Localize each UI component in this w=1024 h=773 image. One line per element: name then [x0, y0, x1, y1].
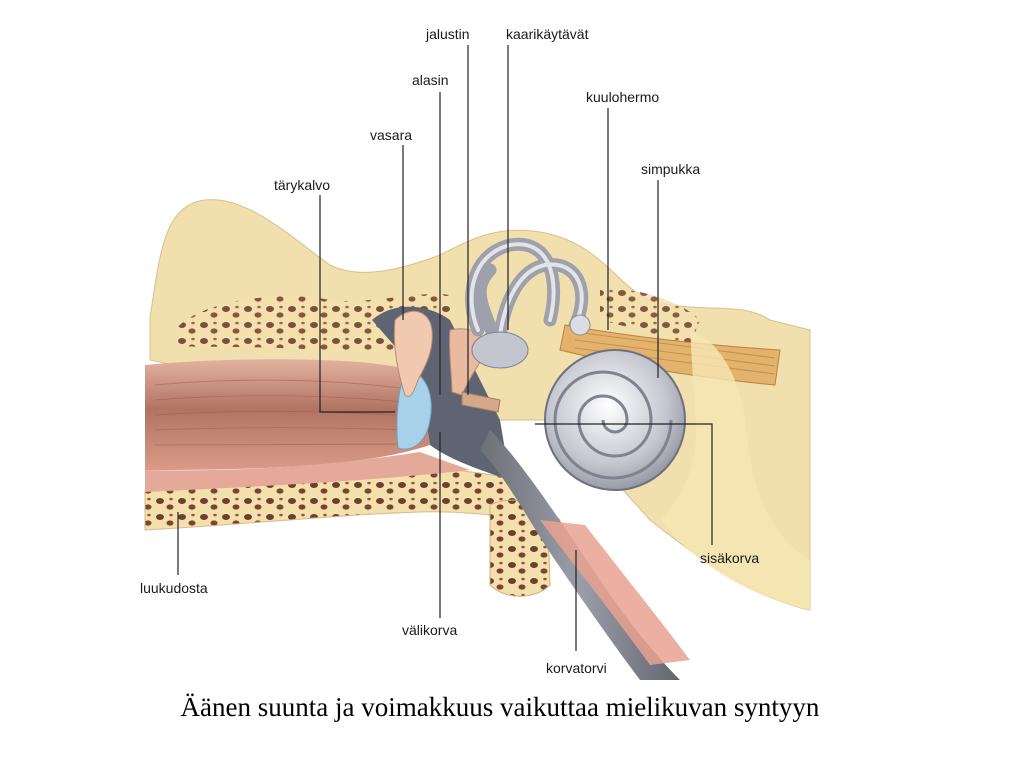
bone-pores-right [600, 289, 700, 345]
tube-wall [540, 520, 690, 665]
upper-bone-pores [175, 293, 455, 352]
inner-ear-bone [660, 330, 810, 610]
label-valikorva: välikorva [402, 622, 458, 638]
leader-lines [177, 45, 713, 651]
label-simpukka: simpukka [641, 161, 701, 177]
skin-lower [145, 452, 470, 492]
label-korvatorvi: korvatorvi [546, 660, 607, 676]
label-sisakorva: sisäkorva [700, 550, 760, 566]
cochlea [544, 349, 686, 491]
label-tarykalvo: tärykalvo [274, 177, 331, 193]
malleus [393, 310, 433, 397]
nerve-ganglion [569, 314, 591, 336]
label-kuulohermo: kuulohermo [586, 89, 660, 105]
vestibule [471, 331, 529, 369]
cochlea-spiral [553, 370, 673, 480]
stapes [461, 391, 501, 413]
label-alasin: alasin [412, 72, 449, 88]
label-vasara: vasara [370, 127, 413, 143]
ear-canal [145, 359, 430, 470]
label-luukudosta: luukudosta [140, 580, 208, 596]
label-jalustin: jalustin [426, 26, 470, 42]
slide-caption: Äänen suunta ja voimakkuus vaikuttaa mie… [180, 692, 820, 722]
label-kaarikaytavat: kaarikäytävät [506, 26, 589, 42]
